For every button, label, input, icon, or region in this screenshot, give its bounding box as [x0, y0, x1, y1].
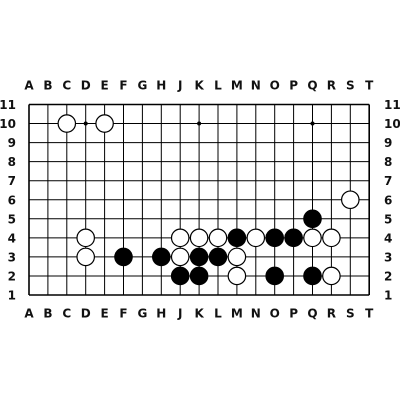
row-label-right-10: 10	[384, 117, 400, 131]
white-stone-Q4[interactable]	[303, 228, 322, 248]
black-stone-Q5[interactable]	[303, 209, 322, 229]
col-label-bottom-N: N	[251, 307, 261, 321]
col-label-top-C: C	[62, 79, 71, 93]
col-label-top-D: D	[81, 79, 91, 93]
white-stone-L4[interactable]	[208, 228, 228, 248]
col-label-top-J: J	[177, 79, 182, 93]
col-label-bottom-D: D	[81, 307, 91, 321]
white-stone-E10[interactable]	[95, 114, 114, 133]
col-label-bottom-H: H	[156, 307, 166, 321]
row-label-right-3: 3	[384, 250, 392, 264]
white-stone-J4[interactable]	[170, 228, 190, 248]
col-label-bottom-Q: Q	[307, 307, 317, 321]
col-label-top-A: A	[24, 79, 34, 93]
white-stone-N4[interactable]	[246, 228, 266, 248]
row-label-left-6: 6	[8, 193, 16, 207]
col-label-bottom-L: L	[214, 307, 222, 321]
row-label-left-8: 8	[8, 155, 16, 169]
row-label-left-11: 11	[0, 98, 16, 112]
white-stone-M3[interactable]	[227, 247, 247, 267]
black-stone-L3[interactable]	[208, 247, 228, 267]
col-label-top-O: O	[270, 79, 280, 93]
col-label-bottom-S: S	[346, 307, 355, 321]
col-label-top-N: N	[251, 79, 261, 93]
col-label-top-Q: Q	[307, 79, 317, 93]
black-stone-H3[interactable]	[152, 247, 171, 267]
white-stone-D3[interactable]	[76, 247, 95, 267]
row-label-left-10: 10	[0, 117, 16, 131]
row-label-right-6: 6	[384, 193, 392, 207]
col-label-top-T: T	[365, 79, 374, 93]
black-stone-F3[interactable]	[114, 247, 133, 267]
col-label-bottom-O: O	[270, 307, 280, 321]
black-stone-K3[interactable]	[189, 247, 209, 267]
black-stone-P4[interactable]	[284, 228, 303, 248]
row-label-right-4: 4	[384, 231, 392, 245]
black-stone-M4[interactable]	[227, 228, 247, 248]
col-label-bottom-B: B	[43, 307, 52, 321]
row-label-right-11: 11	[384, 98, 400, 112]
star-point-Q10	[310, 121, 315, 126]
row-label-right-9: 9	[384, 136, 392, 150]
col-label-top-M: M	[231, 79, 243, 93]
row-label-right-7: 7	[384, 174, 392, 188]
col-label-top-R: R	[327, 79, 336, 93]
star-points	[83, 121, 315, 126]
white-stone-S6[interactable]	[340, 190, 360, 210]
col-label-top-K: K	[194, 79, 204, 93]
white-stone-R2[interactable]	[322, 266, 341, 286]
col-label-bottom-T: T	[365, 307, 374, 321]
black-stone-O4[interactable]	[265, 228, 284, 248]
col-label-top-E: E	[100, 79, 108, 93]
white-stone-M2[interactable]	[227, 266, 247, 286]
col-label-bottom-R: R	[327, 307, 336, 321]
col-label-top-B: B	[43, 79, 52, 93]
stones[interactable]	[57, 114, 360, 286]
coordinate-labels: AABBCCDDEEFFGGHHJJKKLLMMNNOOPPQQRRSSTT11…	[0, 79, 400, 321]
black-stone-K2[interactable]	[189, 266, 209, 286]
row-label-right-2: 2	[384, 269, 392, 283]
col-label-bottom-G: G	[137, 307, 147, 321]
col-label-top-H: H	[156, 79, 166, 93]
white-stone-J3[interactable]	[170, 247, 190, 267]
col-label-bottom-J: J	[177, 307, 182, 321]
star-point-K10	[197, 121, 202, 126]
row-label-left-4: 4	[8, 231, 16, 245]
col-label-bottom-K: K	[194, 307, 204, 321]
row-label-left-1: 1	[8, 289, 16, 303]
white-stone-R4[interactable]	[322, 228, 341, 248]
black-stone-O2[interactable]	[265, 266, 284, 286]
col-label-bottom-M: M	[231, 307, 243, 321]
row-label-left-2: 2	[8, 269, 16, 283]
white-stone-K4[interactable]	[189, 228, 209, 248]
row-label-right-8: 8	[384, 155, 392, 169]
white-stone-D4[interactable]	[76, 228, 95, 248]
col-label-bottom-F: F	[119, 307, 127, 321]
col-label-top-L: L	[214, 79, 222, 93]
row-label-right-5: 5	[384, 212, 392, 226]
row-label-right-1: 1	[384, 289, 392, 303]
col-label-top-P: P	[289, 79, 298, 93]
col-label-top-F: F	[119, 79, 127, 93]
col-label-bottom-C: C	[62, 307, 71, 321]
col-label-bottom-A: A	[24, 307, 34, 321]
black-stone-Q2[interactable]	[303, 266, 322, 286]
row-label-left-3: 3	[8, 250, 16, 264]
col-label-top-S: S	[346, 79, 355, 93]
col-label-bottom-E: E	[100, 307, 108, 321]
black-stone-J2[interactable]	[170, 266, 190, 286]
white-stone-C10[interactable]	[57, 114, 77, 133]
col-label-bottom-P: P	[289, 307, 298, 321]
col-label-top-G: G	[137, 79, 147, 93]
star-point-D10	[83, 121, 88, 126]
row-label-left-5: 5	[8, 212, 16, 226]
row-label-left-7: 7	[8, 174, 16, 188]
row-label-left-9: 9	[8, 136, 16, 150]
